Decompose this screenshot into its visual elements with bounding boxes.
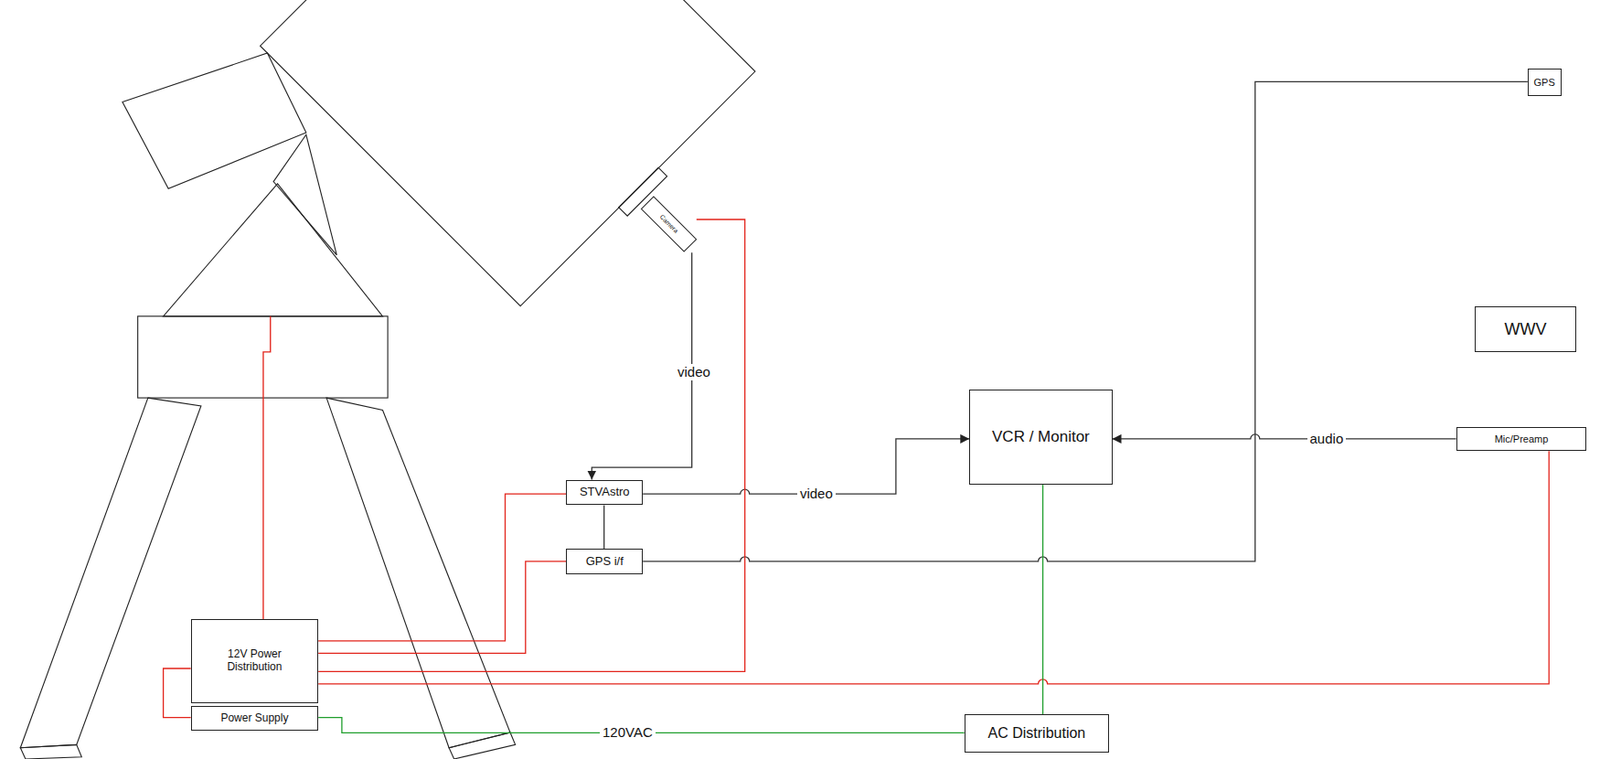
- node-text-group: GPS i/f: [586, 554, 624, 569]
- node-label: VCR / Monitor: [992, 427, 1090, 447]
- power-distribution-box: 12V Power Distribution: [191, 618, 320, 704]
- mount-power-wire: [263, 316, 271, 619]
- node-label: Mic/Preamp: [1494, 433, 1549, 446]
- power-supply-box: Power Supply: [191, 705, 320, 731]
- node-text-group: 12V Power Distribution: [211, 648, 299, 674]
- node-label: GPS: [1534, 76, 1556, 89]
- node-label: Power Supply: [220, 712, 288, 726]
- node-label: WWV: [1504, 320, 1547, 340]
- node-label: 12V Power Distribution: [211, 648, 299, 674]
- gps-box: GPS: [1527, 68, 1562, 96]
- fork-base: [163, 183, 384, 317]
- tripod-leg: [20, 397, 202, 748]
- node-text-group: Power Supply: [220, 712, 288, 726]
- tripod-foot: [448, 732, 516, 759]
- connector-line: [1042, 484, 1044, 715]
- tripod-foot: [20, 744, 82, 759]
- telescope-tube: [260, 0, 756, 307]
- connector-line: [318, 219, 746, 672]
- recorder-box: VCR / Monitor: [969, 389, 1112, 485]
- connector-line: [642, 81, 1528, 562]
- ac-distribution-box: AC Distribution: [964, 714, 1110, 752]
- node-label: STVAstro: [579, 485, 630, 500]
- connector-line: [603, 504, 605, 549]
- camera-box: Camera: [640, 196, 697, 254]
- node-label: GPS i/f: [586, 554, 624, 569]
- node-text-group: WWV: [1504, 320, 1547, 340]
- tripod-leg: [326, 397, 511, 748]
- node-text-group: VCR / Monitor: [992, 427, 1090, 447]
- signal-label: audio: [1307, 430, 1347, 448]
- connector-line: [1112, 434, 1457, 439]
- interface-box: STVAstro: [565, 480, 643, 506]
- signal-label: video: [674, 363, 714, 381]
- signal-label: video: [797, 485, 836, 502]
- node-text-group: AC Distribution: [988, 725, 1087, 742]
- radio-box: WWV: [1474, 306, 1578, 352]
- node-label: Camera: [657, 213, 679, 235]
- node-text-group: Mic/Preamp: [1494, 433, 1549, 446]
- connector-line: [318, 450, 1549, 684]
- node-text-group: Camera: [657, 213, 679, 235]
- fork-wedge: [273, 134, 337, 256]
- fork-arm: [122, 53, 307, 189]
- node-text-group: STVAstro: [579, 485, 630, 500]
- microphone-box: Mic/Preamp: [1456, 426, 1588, 452]
- connector-line: [318, 561, 566, 654]
- connector-line: [163, 668, 192, 718]
- node-label: AC Distribution: [988, 725, 1087, 742]
- signal-label: 120VAC: [599, 724, 656, 741]
- node-text-group: GPS: [1534, 76, 1556, 89]
- interface-box: GPS i/f: [565, 548, 643, 575]
- connector-line: [318, 493, 566, 641]
